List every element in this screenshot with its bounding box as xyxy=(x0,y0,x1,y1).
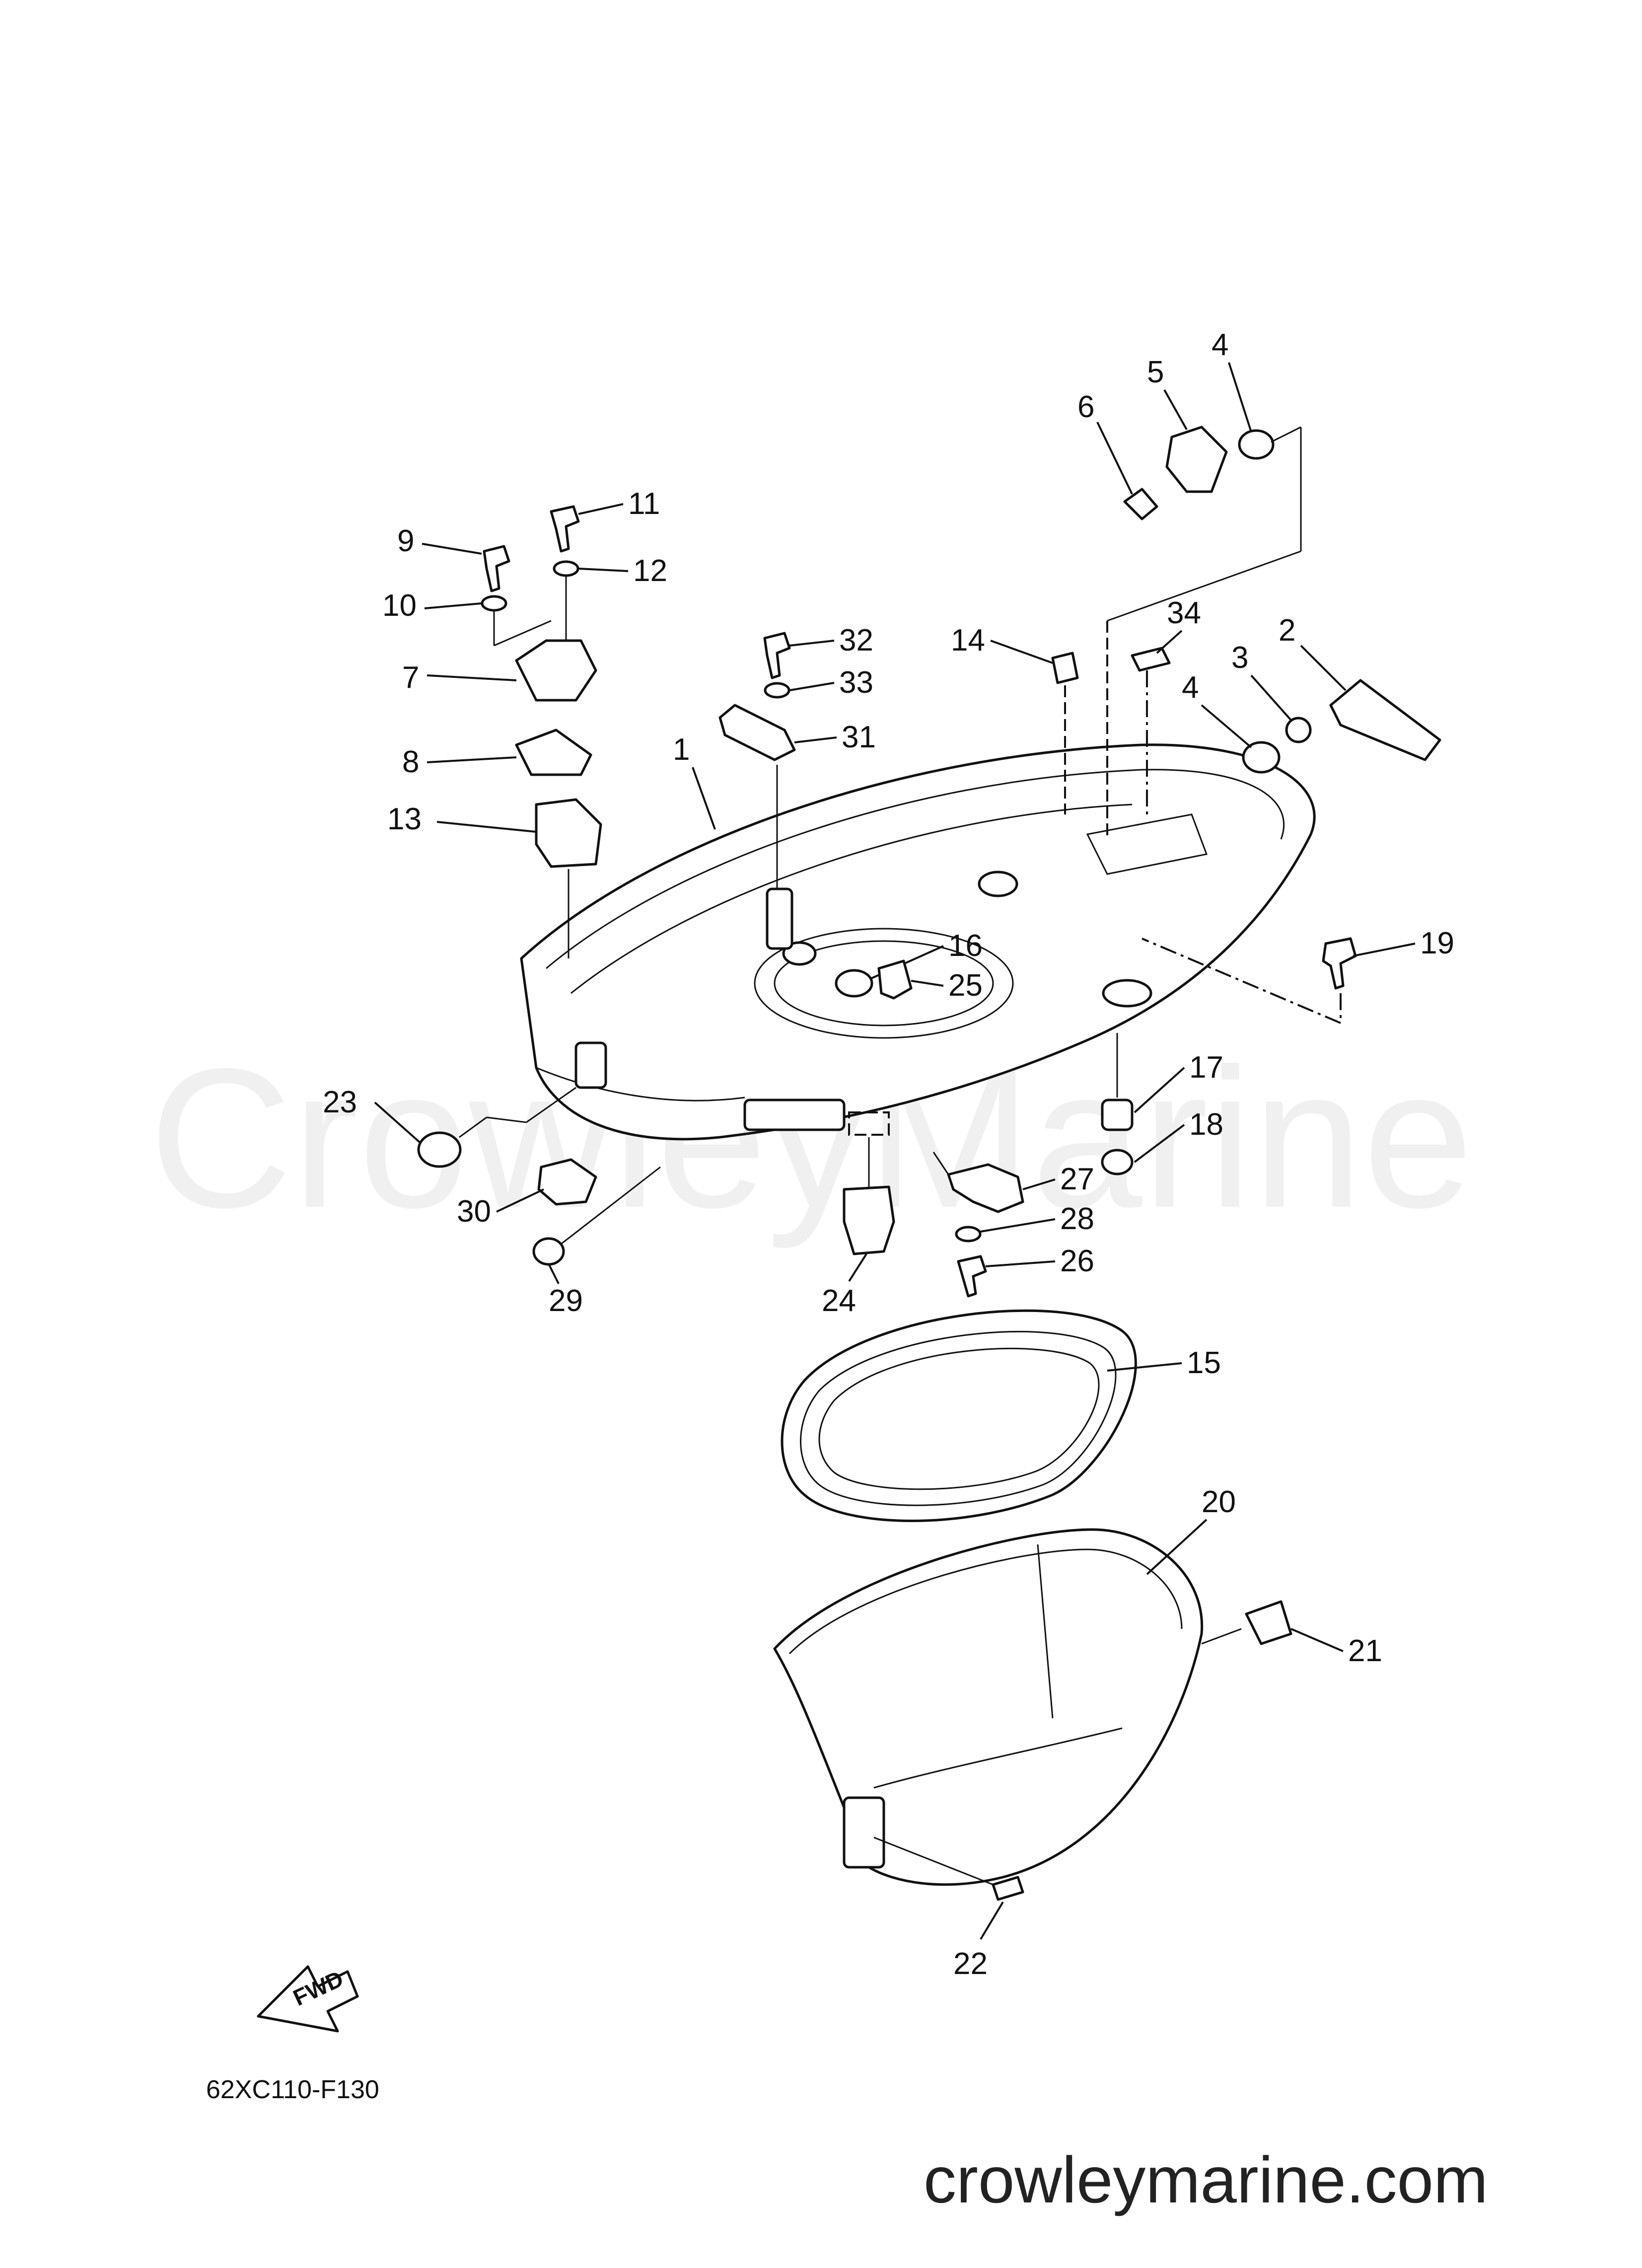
callout-34: 34 xyxy=(1167,596,1201,630)
callout-19: 19 xyxy=(1420,926,1454,960)
forward-direction-arrow: FWD xyxy=(257,1965,359,2033)
callout-31: 31 xyxy=(842,720,876,754)
callout-16: 16 xyxy=(948,929,983,963)
callout-7: 7 xyxy=(402,660,419,695)
callout-8: 8 xyxy=(402,745,419,779)
callout-20: 20 xyxy=(1202,1485,1236,1519)
bushing-part-4-lower xyxy=(1242,741,1281,774)
bracket-part-8 xyxy=(515,729,592,776)
callout-10: 10 xyxy=(382,588,417,623)
arm-part-31 xyxy=(718,704,796,761)
callout-11: 11 xyxy=(628,487,660,521)
callout-18: 18 xyxy=(1189,1107,1223,1142)
callout-15: 15 xyxy=(1187,1346,1221,1380)
callout-28: 28 xyxy=(1060,1202,1094,1236)
callout-12: 12 xyxy=(633,554,667,588)
callout-14: 14 xyxy=(951,623,985,658)
lever-part-2 xyxy=(1329,679,1441,761)
callout-27: 27 xyxy=(1060,1162,1094,1196)
bracket-part-5 xyxy=(1165,426,1228,493)
callout-29: 29 xyxy=(549,1284,583,1318)
callout-23: 23 xyxy=(323,1085,357,1119)
callout-6: 6 xyxy=(1077,390,1094,424)
diagram-code: 62XC110-F130 xyxy=(206,2075,379,2104)
callout-4-upper: 4 xyxy=(1212,328,1228,362)
bolt-part-6 xyxy=(1123,488,1158,520)
washer-part-28 xyxy=(955,1226,982,1243)
callout-33: 33 xyxy=(839,665,873,700)
bottom-cover-part xyxy=(773,1528,1204,1886)
damper-part-17 xyxy=(1101,1098,1134,1131)
callout-3: 3 xyxy=(1231,641,1248,675)
callout-4-lower: 4 xyxy=(1182,670,1199,705)
callout-26: 26 xyxy=(1060,1244,1094,1278)
callout-25: 25 xyxy=(948,968,983,1003)
clip-part-25 xyxy=(877,959,913,1000)
block-part-13 xyxy=(535,798,602,868)
drain-part-24 xyxy=(843,1185,895,1255)
post-part-31-mount xyxy=(766,887,793,950)
screw-part-22 xyxy=(992,1876,1024,1901)
bolt-part-26 xyxy=(957,1255,987,1298)
clamp-part-27 xyxy=(947,1163,1024,1213)
footer-site: crowleymarine.com xyxy=(924,2143,1488,2216)
bolt-part-11 xyxy=(550,505,580,553)
callout-24: 24 xyxy=(822,1284,856,1318)
callout-17: 17 xyxy=(1189,1050,1223,1085)
callout-2: 2 xyxy=(1279,613,1295,648)
bolt-part-9 xyxy=(483,545,510,592)
bolt-part-19 xyxy=(1322,937,1357,990)
callout-9: 9 xyxy=(397,524,414,558)
collar-part-18 xyxy=(1101,1149,1134,1175)
bushing-part-4-upper xyxy=(1238,429,1275,460)
callout-22: 22 xyxy=(953,1947,988,1981)
callout-32: 32 xyxy=(839,623,873,658)
bracket-part-7 xyxy=(515,639,597,702)
label-part-34 xyxy=(1131,647,1171,672)
washer-part-12 xyxy=(553,560,579,577)
seal-part xyxy=(781,1309,1137,1522)
callout-21: 21 xyxy=(1348,1634,1382,1668)
grommet-part-29 xyxy=(532,1237,565,1266)
callout-13: 13 xyxy=(387,802,422,836)
plug-part-23 xyxy=(417,1131,462,1168)
grommet-part-14 xyxy=(1051,652,1079,684)
callout-30: 30 xyxy=(457,1194,491,1229)
washer-part-3 xyxy=(1285,717,1312,743)
bolt-part-32 xyxy=(763,632,791,679)
callout-1: 1 xyxy=(673,732,690,767)
callout-5: 5 xyxy=(1147,355,1164,389)
bottom-cowling-part xyxy=(520,743,1316,1141)
grommet-part-16 xyxy=(835,969,873,998)
clip-part-21 xyxy=(1245,1600,1292,1645)
washer-part-33 xyxy=(764,682,790,699)
grommet-part-30 xyxy=(537,1158,597,1206)
washer-part-10 xyxy=(481,595,507,612)
